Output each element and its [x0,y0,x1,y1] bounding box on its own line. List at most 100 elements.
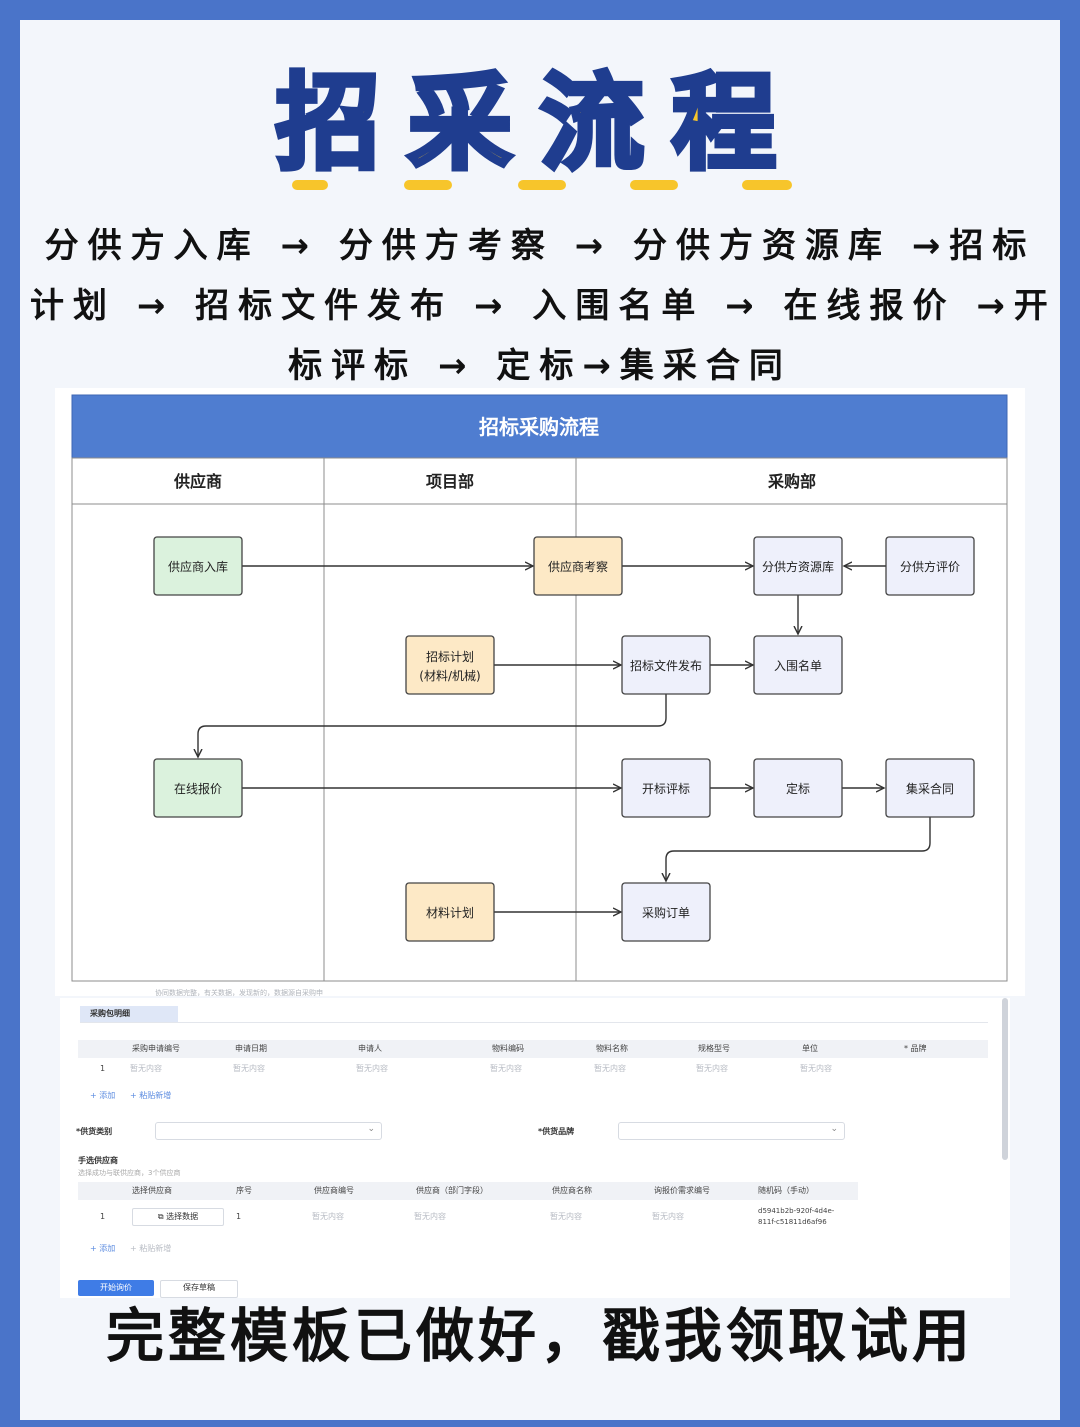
page-title: 招采流程 [273,60,804,187]
title-underline [518,180,566,190]
flow-summary-line-1: 分供方入库 → 分供方考察 → 分供方资源库 →招标 [44,226,1036,266]
node-label: 采购订单 [642,905,690,920]
cell-placeholder[interactable]: 暂无内容 [652,1212,684,1221]
row-index: 1 [100,1064,106,1073]
cell-placeholder[interactable]: 暂无内容 [696,1064,728,1073]
col-header: 单位 [802,1044,818,1053]
cell-placeholder[interactable]: 暂无内容 [800,1064,832,1073]
scrollbar[interactable] [1002,998,1008,1160]
flow-summary: 分供方入库 → 分供方考察 → 分供方资源库 →招标 计划 → 招标文件发布 →… [30,216,1050,396]
cell-placeholder[interactable]: 暂无内容 [594,1064,626,1073]
node-label: 供应商入库 [168,559,228,574]
col-header: 随机码（手动） [758,1186,814,1195]
arrow-doc-to-quote [198,694,667,757]
lane-supplier: 供应商 [173,472,222,491]
cta-text: 完整模板已做好，戳我领取试用 [105,1302,974,1370]
manual-supplier-title: 手选供应商 [78,1156,118,1165]
paste-add-link[interactable]: + 粘贴新增 [130,1091,172,1100]
node-sub-resource: 分供方资源库 [753,536,843,596]
supply-brand-select[interactable]: ⌄ [618,1122,845,1140]
connectors [198,566,931,912]
col-header: 询报价需求编号 [654,1186,710,1195]
chevron-down-icon: ⌄ [830,1124,838,1134]
col-header: * 品牌 [904,1044,927,1053]
title-underline [742,180,792,190]
manual-supplier-subtitle: 选择成功与联供应商，3个供应商 [78,1169,181,1177]
random-code-line-1: d5941b2b-920f-4d4e- [758,1207,835,1215]
node-label: 招标计划 [426,650,474,664]
node-online-quote: 在线报价 [153,758,243,818]
col-header: 序号 [236,1186,252,1195]
cell-placeholder[interactable]: 暂无内容 [490,1064,522,1073]
diagram-title: 招标采购流程 [479,415,599,439]
seq-cell: 1 [236,1212,242,1221]
cut-off-text: 协同数据完整，有关数据，发现新的，数据源自采购申 [155,989,323,997]
supplier-table: 选择供应商 序号 供应商编号 供应商（部门字段） 供应商名称 询报价需求编号 随… [78,1182,858,1236]
table-header [78,1182,858,1200]
title-underline [404,180,452,190]
node-shortlist: 入围名单 [753,635,843,695]
cell-placeholder[interactable]: 暂无内容 [312,1212,344,1221]
col-header: 申请人 [358,1044,382,1053]
cell-placeholder[interactable]: 暂无内容 [550,1212,582,1221]
cell-placeholder[interactable]: 暂无内容 [130,1064,162,1073]
diagram-title-bar [71,394,1008,459]
supply-category-select[interactable]: ⌄ [155,1122,382,1140]
node-contract: 集采合同 [885,758,975,818]
cell-placeholder[interactable]: 暂无内容 [233,1064,265,1073]
node-label: (材料/机械) [419,668,480,683]
cell-placeholder[interactable]: 暂无内容 [356,1064,388,1073]
add-row-link[interactable]: + 添加 [90,1091,116,1100]
form-screenshot: 协同数据完整，有关数据，发现新的，数据源自采购申 采购包明细 采购申请编号 申请… [60,989,1010,1298]
node-material-plan: 材料计划 [405,882,495,942]
node-supplier-onboard: 供应商入库 [153,536,243,596]
col-header: 供应商编号 [314,1186,354,1195]
node-label: 招标文件发布 [630,658,702,673]
select-data-button[interactable]: ⧉ 选择数据 [132,1208,224,1226]
swimlane-diagram: 招标采购流程 供应商 项目部 采购部 供应商入库 供应商考 [55,388,1025,996]
tab-purchase-package[interactable]: 采购包明细 [80,1006,178,1022]
node-label: 在线报价 [174,781,222,796]
col-header: 采购申请编号 [132,1044,180,1053]
col-header: 规格型号 [698,1044,730,1053]
supply-brand-label: *供货品牌 [538,1127,575,1136]
node-label: 集采合同 [906,781,954,796]
col-header: 供应商（部门字段） [416,1186,488,1195]
node-label: 分供方评价 [900,559,960,574]
col-header: 物料编码 [492,1044,524,1053]
node-label: 分供方资源库 [762,559,834,574]
col-header: 物料名称 [596,1044,628,1053]
col-header: 供应商名称 [552,1186,592,1195]
row-index: 1 [100,1212,106,1221]
flow-summary-line-2: 计划 → 招标文件发布 → 入围名单 → 在线报价 →开 [30,286,1057,326]
paste-add-link[interactable]: + 粘贴新增 [130,1244,172,1253]
node-sub-eval: 分供方评价 [885,536,975,596]
flow-summary-line-3: 标评标 → 定标→集采合同 [288,346,792,386]
node-bid-doc: 招标文件发布 [621,635,711,695]
title-underline [630,180,678,190]
supply-category-label: *供货类别 [76,1127,113,1136]
node-purchase-order: 采购订单 [621,882,711,942]
title-underline [292,180,328,190]
arrow-contract-to-order [666,817,931,881]
diagram-svg: 招标采购流程 供应商 项目部 采购部 供应商入库 供应商考 [71,394,1008,982]
node-label: 开标评标 [642,782,690,796]
lane-procurement-dept: 采购部 [767,472,816,491]
col-header: 申请日期 [235,1044,267,1053]
col-header: 选择供应商 [132,1186,172,1195]
node-label: 定标 [786,781,810,796]
node-bid-plan: 招标计划 (材料/机械) [405,635,495,695]
add-row-link[interactable]: + 添加 [90,1244,116,1253]
start-inquiry-button[interactable]: 开始询价 [78,1280,154,1296]
cell-placeholder[interactable]: 暂无内容 [414,1212,446,1221]
node-award: 定标 [753,758,843,818]
lane-project-dept: 项目部 [426,472,474,491]
node-label: 供应商考察 [548,559,608,574]
chevron-down-icon: ⌄ [367,1124,375,1134]
node-bid-open: 开标评标 [621,758,711,818]
node-label: 入围名单 [774,658,822,673]
node-supplier-inspect: 供应商考察 [533,536,623,596]
tab-divider [80,1022,988,1023]
purchase-detail-table: 采购申请编号 申请日期 申请人 物料编码 物料名称 规格型号 单位 * 品牌 1… [78,1040,988,1080]
save-draft-button[interactable]: 保存草稿 [160,1280,238,1298]
